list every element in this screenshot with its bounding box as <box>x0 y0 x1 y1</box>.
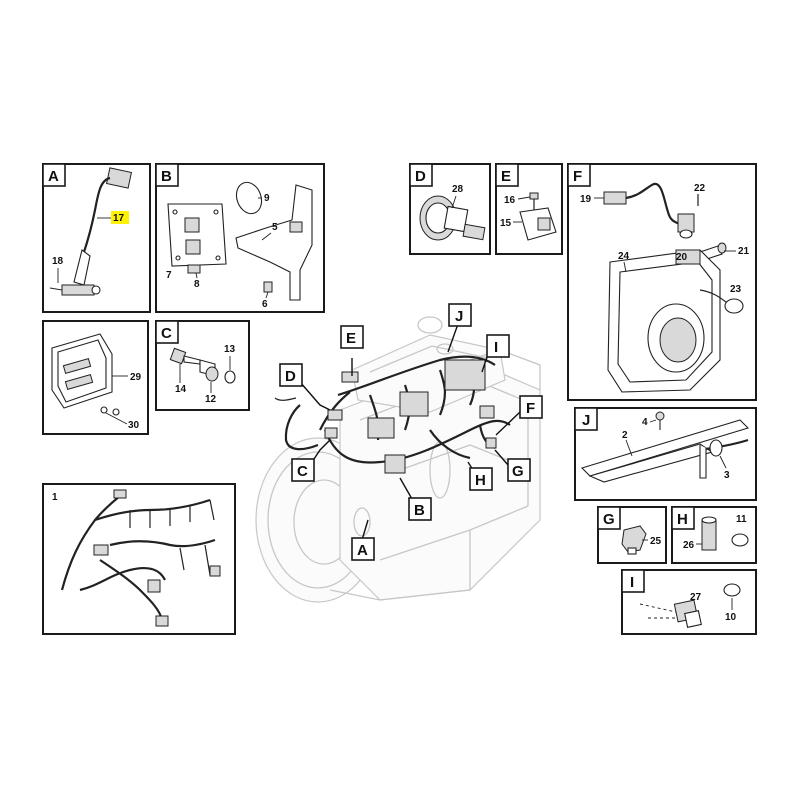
panel-harness[interactable]: 1 <box>42 483 236 635</box>
callout-5: 5 <box>272 222 278 233</box>
panel-F[interactable]: F 22 19 21 20 24 23 <box>567 163 757 401</box>
callout-15: 15 <box>500 218 512 229</box>
engine-wiring <box>274 355 511 474</box>
panel-D[interactable]: D 28 <box>409 163 491 255</box>
callout-26: 26 <box>683 540 695 551</box>
panel-A[interactable]: A 17 18 <box>42 163 151 313</box>
callout-22: 22 <box>694 183 706 194</box>
callout-6: 6 <box>262 299 268 310</box>
callout-25: 25 <box>650 536 662 547</box>
callout-24: 24 <box>618 251 630 262</box>
panel-H[interactable]: H 11 26 <box>671 506 757 564</box>
callout-17: 17 <box>113 213 125 224</box>
callout-29: 29 <box>130 372 142 383</box>
svg-text:C: C <box>297 463 308 480</box>
callout-19: 19 <box>580 194 592 205</box>
callout-30: 30 <box>128 420 140 431</box>
svg-text:A: A <box>48 168 59 185</box>
callout-7: 7 <box>166 270 172 281</box>
svg-text:E: E <box>501 168 511 185</box>
svg-text:B: B <box>414 502 425 519</box>
callout-28: 28 <box>452 184 464 195</box>
panel-C[interactable]: C 13 14 12 <box>155 320 250 411</box>
svg-text:D: D <box>285 368 296 385</box>
svg-text:H: H <box>475 472 486 489</box>
callout-20: 20 <box>676 252 688 263</box>
panel-G[interactable]: G 25 <box>597 506 667 564</box>
svg-text:F: F <box>573 168 582 185</box>
svg-text:H: H <box>677 511 688 528</box>
svg-text:D: D <box>415 168 426 185</box>
callout-23: 23 <box>730 284 742 295</box>
svg-text:C: C <box>161 325 172 342</box>
svg-text:A: A <box>357 542 368 559</box>
engine-pointers <box>299 323 521 541</box>
svg-text:G: G <box>512 463 524 480</box>
callout-14: 14 <box>175 384 187 395</box>
engine-tag-D[interactable]: D <box>279 363 303 387</box>
callout-11: 11 <box>736 514 747 525</box>
callout-18: 18 <box>52 256 64 267</box>
panel-B[interactable]: B 9 5 7 8 6 <box>155 163 325 313</box>
engine-tag-H[interactable]: H <box>469 467 493 491</box>
callout-2: 2 <box>622 430 628 441</box>
engine-tag-E[interactable]: E <box>340 325 364 349</box>
callout-27: 27 <box>690 592 702 603</box>
svg-text:I: I <box>494 339 498 356</box>
svg-text:F: F <box>526 400 535 417</box>
svg-text:G: G <box>603 511 615 528</box>
callout-3: 3 <box>724 470 730 481</box>
engine-tag-I[interactable]: I <box>486 334 510 358</box>
engine-tag-J[interactable]: J <box>448 303 472 327</box>
engine-tag-G[interactable]: G <box>507 458 531 482</box>
panel-ecu[interactable]: 29 30 <box>42 320 149 435</box>
callout-8: 8 <box>194 279 200 290</box>
callout-9: 9 <box>264 193 270 204</box>
svg-text:J: J <box>455 308 463 325</box>
panel-I[interactable]: I 27 10 <box>621 569 757 635</box>
callout-10: 10 <box>725 612 737 623</box>
engine-tag-F[interactable]: F <box>519 395 543 419</box>
panel-E[interactable]: E 16 15 <box>495 163 563 255</box>
callout-16: 16 <box>504 195 516 206</box>
highlight-17 <box>111 211 129 224</box>
callout-12: 12 <box>205 394 217 405</box>
callout-1: 1 <box>52 492 58 503</box>
panel-J[interactable]: J 4 2 3 <box>574 407 757 501</box>
callout-4: 4 <box>642 417 648 428</box>
svg-text:I: I <box>630 574 634 591</box>
svg-text:J: J <box>582 412 590 429</box>
tag-letter: E <box>346 330 356 347</box>
engine-tag-A[interactable]: A <box>351 537 375 561</box>
callout-21: 21 <box>738 246 750 257</box>
engine-tag-C[interactable]: C <box>291 458 315 482</box>
svg-text:B: B <box>161 168 172 185</box>
callout-13: 13 <box>224 344 236 355</box>
engine-tag-B[interactable]: B <box>408 497 432 521</box>
